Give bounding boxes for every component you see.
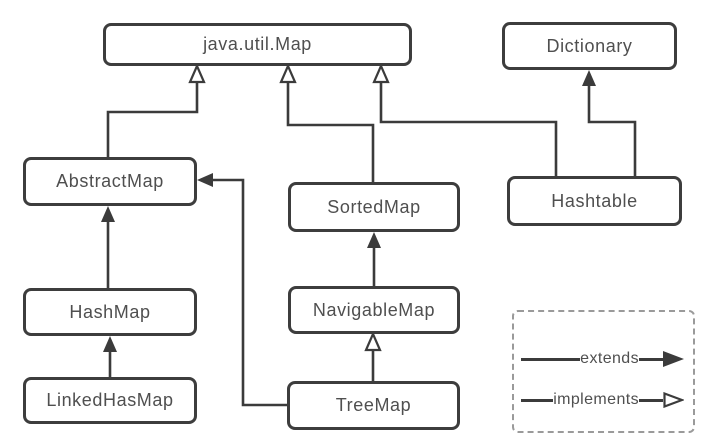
node-abstractmap: AbstractMap bbox=[23, 157, 197, 206]
legend-extends-line bbox=[521, 357, 581, 361]
legend-implements-line bbox=[521, 398, 554, 402]
legend-row-extends: extends bbox=[521, 349, 684, 369]
node-navigablemap: NavigableMap bbox=[288, 286, 460, 334]
solid-arrowhead-icon bbox=[103, 336, 117, 352]
solid-arrowhead-icon bbox=[582, 70, 596, 86]
node-label: LinkedHasMap bbox=[46, 390, 174, 410]
solid-arrowhead-icon bbox=[663, 351, 684, 367]
node-treemap: TreeMap bbox=[287, 381, 460, 430]
hollow-arrowhead-icon bbox=[188, 63, 206, 84]
solid-arrowhead-icon bbox=[101, 206, 115, 222]
node-label: HashMap bbox=[69, 301, 151, 322]
node-sortedmap: SortedMap bbox=[288, 182, 460, 232]
node-label: Dictionary bbox=[546, 35, 633, 56]
edge-sortedmap-implements-map bbox=[286, 82, 375, 182]
node-label: NavigableMap bbox=[312, 299, 436, 320]
legend-box: extends implements bbox=[512, 310, 695, 433]
edge-abstractmap-implements-map bbox=[106, 82, 199, 157]
node-label: AbstractMap bbox=[56, 171, 164, 191]
legend-extends-label: extends bbox=[580, 350, 639, 367]
node-label: Hashtable bbox=[551, 190, 638, 211]
solid-arrowhead-icon bbox=[367, 232, 381, 248]
hollow-arrowhead-icon bbox=[279, 63, 297, 84]
node-hashmap: HashMap bbox=[23, 288, 197, 336]
hollow-arrowhead-icon bbox=[663, 392, 684, 408]
legend-implements-line bbox=[639, 398, 663, 402]
node-label: java.util.Map bbox=[203, 34, 312, 54]
legend-row-implements: implements bbox=[521, 390, 684, 410]
legend-extends-line bbox=[639, 357, 663, 361]
hollow-arrowhead-icon bbox=[364, 331, 382, 352]
hollow-arrowhead-icon bbox=[372, 63, 390, 84]
node-label: TreeMap bbox=[335, 395, 412, 415]
node-hashtable: Hashtable bbox=[507, 176, 682, 226]
node-dictionary: Dictionary bbox=[502, 22, 677, 70]
node-linkedhasmap: LinkedHasMap bbox=[23, 377, 197, 424]
node-java-util-map: java.util.Map bbox=[103, 23, 412, 66]
edge-hashtable-implements-map bbox=[379, 82, 558, 176]
node-label: SortedMap bbox=[327, 196, 421, 217]
edge-treemap-extends-abstractmap bbox=[213, 178, 287, 407]
edge-hashtable-extends-dictionary bbox=[587, 86, 637, 176]
solid-arrowhead-icon bbox=[197, 173, 213, 187]
legend-implements-label: implements bbox=[553, 391, 639, 408]
